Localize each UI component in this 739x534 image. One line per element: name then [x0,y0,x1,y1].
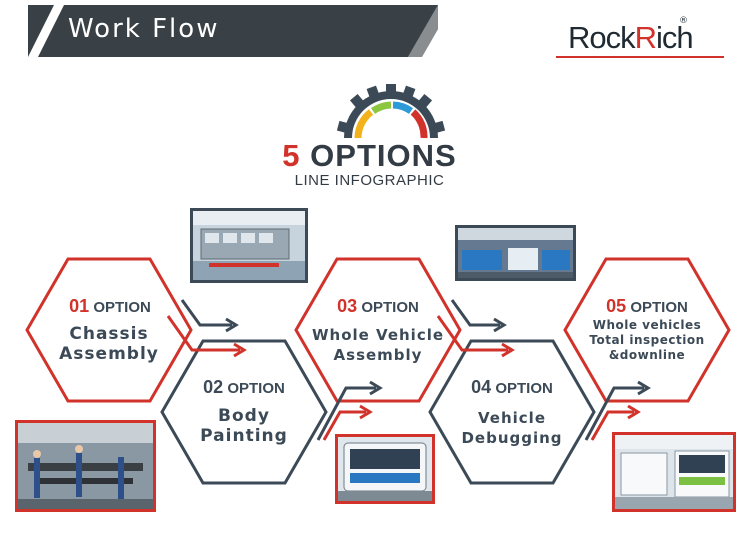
option-02-line1: Body [218,406,270,426]
option-01-word: OPTION [93,299,151,316]
arrow-dark-3 [450,299,507,333]
logo-registered-mark: ® [679,16,688,26]
option-03-word: OPTION [361,299,419,316]
infographic-title: 5 OPTIONS [0,138,739,174]
photo-body-painting [190,208,308,283]
option-04-line2: Debugging [461,429,563,447]
option-03-title: Whole Vehicle Assembly [303,325,453,365]
option-05-line1: Whole vehicles [592,318,702,332]
option-01-line1: Chassis [69,324,149,344]
option-03-line1: Whole Vehicle [311,326,445,344]
company-logo: RockRich [568,20,694,56]
arrow-dark-1 [180,299,239,333]
option-01-line2: Assembly [59,344,159,364]
page-title: Work Flow [68,14,220,44]
logo-text-ich: ich [656,20,694,55]
logo-text-rich: Rich [634,20,694,55]
option-05-label: 05 OPTION [597,296,697,317]
photo-chassis-assembly [15,420,156,512]
arrow-dark-2 [316,380,383,441]
arrow-red-1 [166,315,247,358]
option-05-line3: &downline [608,348,686,362]
arrow-red-3 [436,315,515,358]
gear-icon [336,84,446,139]
option-05-word: OPTION [630,299,688,316]
option-04-title: Vehicle Debugging [447,408,577,448]
option-03-line2: Assembly [333,346,423,364]
option-02-number: 02 [203,377,224,397]
logo-underline [556,56,724,58]
hexagon-01 [25,257,193,403]
photo-final-inspection [612,432,736,512]
option-02-label: 02 OPTION [194,377,294,398]
hexagon-04 [428,339,596,485]
arrow-dark-4 [584,380,651,441]
option-02-title: Body Painting [184,406,304,446]
option-04-line1: Vehicle [478,409,546,427]
logo-text-rock: Rock [568,20,636,55]
arrow-red-2 [322,404,373,441]
option-02-word: OPTION [227,380,285,397]
option-05-number: 05 [606,296,627,316]
photo-vehicle-debugging [335,434,435,504]
option-02-line2: Painting [200,426,288,446]
header-banner [28,5,438,57]
title-word: OPTIONS [310,138,457,173]
hexagon-03 [294,257,462,403]
hexagon-02 [160,339,328,485]
option-03-number: 03 [337,296,358,316]
option-01-number: 01 [69,296,90,316]
option-05-line2: Total inspection [589,333,705,347]
infographic-subtitle: LINE INFOGRAPHIC [294,172,445,189]
option-01-title: Chassis Assembly [49,324,169,364]
title-number: 5 [282,138,301,173]
photo-assembly-line [455,225,576,281]
option-04-word: OPTION [495,380,553,397]
arrow-red-4 [590,404,641,441]
option-05-title: Whole vehicles Total inspection &downlin… [572,318,722,363]
option-04-number: 04 [471,377,492,397]
option-03-label: 03 OPTION [328,296,428,317]
option-01-label: 01 OPTION [60,296,160,317]
option-04-label: 04 OPTION [462,377,562,398]
logo-letter-r: R [634,20,657,55]
